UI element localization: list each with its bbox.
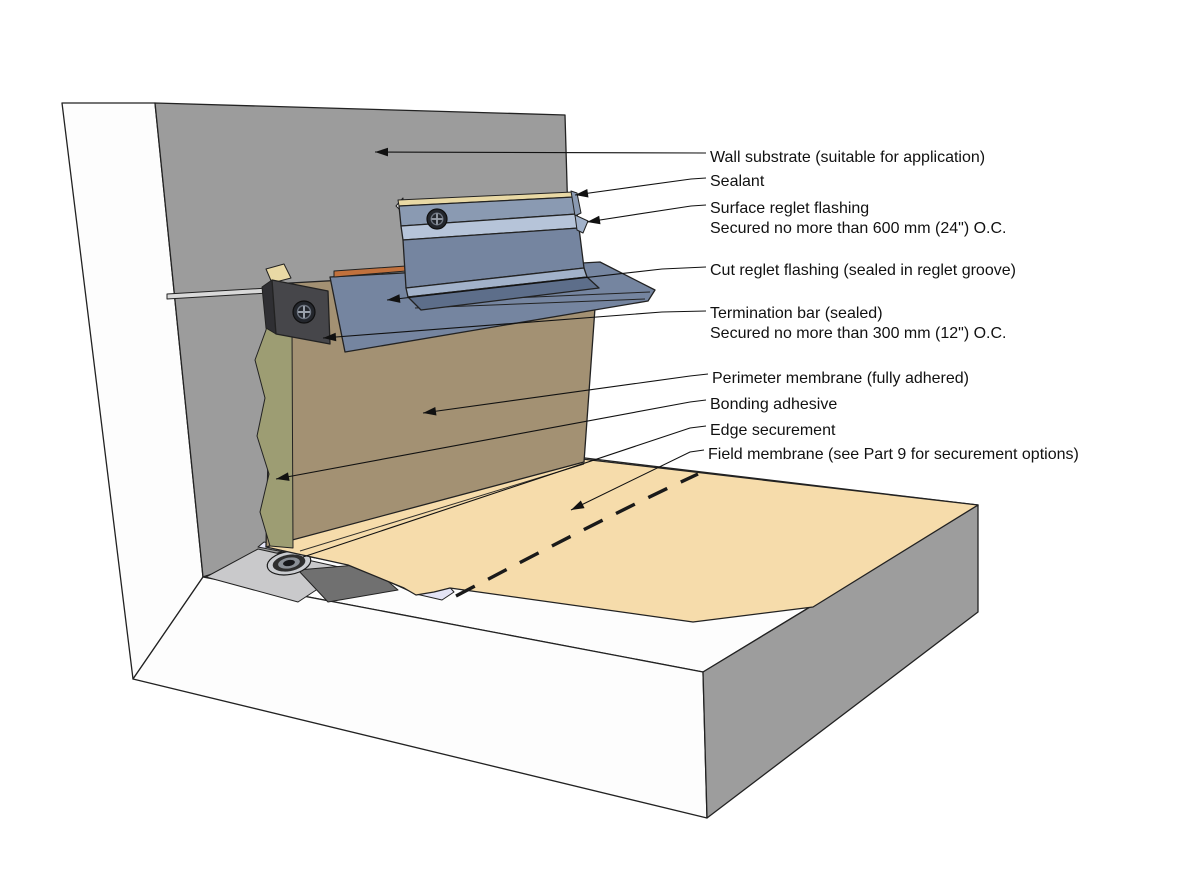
label-bonding-adhesive: Bonding adhesive	[710, 396, 837, 413]
label-perimeter-membrane: Perimeter membrane (fully adhered)	[712, 370, 969, 387]
label-surface-reglet-note: Secured no more than 600 mm (24") O.C.	[710, 220, 1006, 237]
seam-plate-fastener	[266, 550, 312, 576]
leader-wall-substrate-arrowhead	[375, 147, 389, 157]
label-cut-reglet: Cut reglet flashing (sealed in reglet gr…	[710, 262, 1016, 279]
leader-lines	[275, 147, 709, 558]
leader-cut-reglet-arrowhead	[387, 294, 401, 303]
label-termination-bar-note: Secured no more than 300 mm (12") O.C.	[710, 325, 1006, 342]
surface-reglet-flashing	[395, 190, 600, 311]
label-wall-substrate: Wall substrate (suitable for application…	[710, 149, 985, 166]
label-surface-reglet: Surface reglet flashing	[710, 200, 869, 217]
leader-sealant	[574, 177, 707, 196]
leader-perimeter-membrane	[422, 373, 709, 414]
leader-perimeter-membrane-arrowhead	[423, 406, 437, 416]
flashing-end-tab	[574, 214, 589, 234]
label-sealant: Sealant	[710, 173, 765, 190]
leader-sealant-arrowhead	[575, 188, 589, 198]
termination-bar-screw-icon	[292, 300, 316, 324]
leader-field-membrane-arrowhead	[571, 500, 585, 510]
termination-bar	[261, 263, 331, 345]
label-edge-securement: Edge securement	[710, 422, 836, 439]
slab-right-face	[702, 504, 979, 819]
leader-surface-reglet-arrowhead	[587, 215, 601, 225]
flashing-end-cap	[570, 190, 582, 217]
leader-bonding-adhesive	[275, 399, 707, 480]
leader-surface-reglet	[586, 204, 707, 223]
leader-wall-substrate	[374, 151, 707, 154]
leader-cut-reglet	[386, 266, 707, 301]
leader-termination-bar-arrowhead	[323, 332, 337, 342]
leader-field-membrane	[570, 449, 705, 511]
leader-edge-securement	[302, 425, 707, 558]
leader-bonding-adhesive-arrowhead	[276, 472, 290, 481]
membrane-fold-line	[299, 463, 585, 552]
label-field-membrane: Field membrane (see Part 9 for securemen…	[708, 446, 1079, 463]
label-termination-bar: Termination bar (sealed)	[710, 305, 883, 322]
labels: Wall substrate (suitable for application…	[708, 149, 1079, 463]
termination-bar-sealant	[265, 263, 292, 284]
leader-termination-bar	[322, 310, 707, 339]
bonding-adhesive-strip	[254, 317, 294, 549]
flashing-screw-icon	[426, 208, 448, 230]
